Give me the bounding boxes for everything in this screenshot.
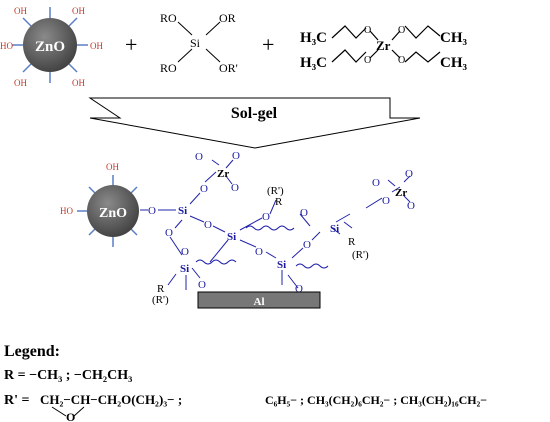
- network-bonds: [140, 159, 411, 290]
- legend-rprime-epoxy: CH₂−CH−CH₂O(CH₂)₃− ;: [40, 392, 182, 407]
- product-zr-right: Zr: [395, 187, 407, 199]
- epoxide-ring: [51, 406, 85, 417]
- product-o: O: [232, 150, 240, 162]
- product-oh-top: OH: [106, 162, 119, 172]
- legend-rprime-rest: C₆H₅− ; CH₃(CH₂)₆CH₂− ; CH₃(CH₂)₁₆CH₂−: [265, 393, 487, 407]
- plus-sign-1: +: [125, 32, 137, 57]
- product-rprime-2: (R'): [352, 249, 369, 261]
- product-o: O: [195, 151, 203, 163]
- product-si-4: Si: [180, 263, 189, 275]
- product-o: O: [198, 279, 206, 291]
- product-o: O: [382, 195, 390, 207]
- oh-top-right: OH: [72, 6, 85, 16]
- product-o: O: [407, 200, 415, 212]
- product-o: O: [200, 183, 208, 195]
- reactant-silane: Si RO OR RO OR': [160, 11, 238, 75]
- silane-ro-upper: RO: [160, 11, 177, 25]
- plus-sign-2: +: [262, 32, 274, 57]
- product-rprime-1: (R'): [267, 185, 284, 197]
- zr-o-4: O: [398, 55, 405, 66]
- product-o: O: [300, 207, 308, 219]
- aluminum-substrate: Al: [197, 291, 321, 309]
- product-o: O: [255, 246, 263, 258]
- oh-bottom-right: OH: [72, 78, 85, 88]
- product-si-5: Si: [277, 259, 286, 271]
- silane-ro-lower: RO: [160, 61, 177, 75]
- product-o: O: [181, 246, 189, 258]
- zr-h3c-bottom: H₃C: [300, 55, 327, 71]
- zr-h3c-top: H₃C: [300, 30, 327, 46]
- legend-r-definition: R = −CH₃ ; −CH₂CH₃: [4, 368, 132, 383]
- zr-o-3: O: [398, 25, 405, 36]
- product-o: O: [165, 227, 173, 239]
- product-o: O: [262, 211, 270, 223]
- product-zr-top: Zr: [217, 168, 229, 180]
- product-zno-label: ZnO: [99, 206, 127, 221]
- legend-rprime-epoxy-o: O: [66, 410, 75, 422]
- product-o: O: [204, 219, 212, 231]
- product-r-2: R: [348, 236, 356, 248]
- product-r-1: R: [275, 196, 283, 208]
- oxygen-atoms: O O O O O O O O O O O O O O O O O O: [148, 150, 415, 295]
- product-o: O: [303, 239, 311, 251]
- zr-center: Zr: [376, 38, 391, 53]
- silane-si: Si: [190, 36, 201, 50]
- product-o: O: [231, 182, 239, 194]
- legend-title: Legend:: [4, 343, 60, 360]
- oh-right: OH: [90, 41, 103, 51]
- zr-o-2: O: [364, 55, 371, 66]
- legend-rprime-prefix: R' =: [4, 393, 30, 408]
- product-si-3: Si: [330, 223, 339, 235]
- product-network: ZnO OH HO: [60, 150, 415, 309]
- silane-or-prime-lower: OR': [219, 61, 238, 75]
- zno-spikes: [12, 7, 88, 83]
- al-label: Al: [254, 296, 265, 308]
- sol-gel-label: Sol-gel: [231, 105, 278, 122]
- product-r-3: R: [157, 283, 165, 295]
- ho-left: HO: [0, 41, 13, 51]
- product-zno-particle: ZnO OH HO: [60, 162, 139, 247]
- product-si-1: Si: [178, 205, 187, 217]
- product-o: O: [405, 168, 413, 180]
- oh-bottom-left: OH: [14, 78, 27, 88]
- zr-o-1: O: [364, 25, 371, 36]
- product-zno-sphere: [87, 185, 139, 237]
- reactant-zno-particle: ZnO OH OH HO OH OH OH: [0, 6, 103, 88]
- silane-or-upper: OR: [219, 11, 236, 25]
- reactant-zirconium-propoxide: H₃C H₃C O O O O Zr CH₃ CH₃: [300, 25, 468, 71]
- legend: Legend: R = −CH₃ ; −CH₂CH₃ R' = CH₂−CH−C…: [4, 343, 487, 422]
- zno-label: ZnO: [35, 39, 65, 55]
- product-rprime-3: (R'): [152, 294, 169, 306]
- wavy-siloxane-links: [195, 225, 329, 269]
- product-o: O: [295, 283, 303, 295]
- product-o: O: [148, 205, 156, 217]
- zr-ch3-top: CH₃: [440, 30, 468, 46]
- product-si-2: Si: [227, 231, 236, 243]
- zr-ch3-bottom: CH₃: [440, 55, 468, 71]
- oh-top-left: OH: [14, 6, 27, 16]
- zno-sphere: [23, 18, 77, 72]
- sol-gel-arrow: Sol-gel: [88, 97, 421, 149]
- product-o: O: [372, 177, 380, 189]
- product-ho-left: HO: [60, 206, 73, 216]
